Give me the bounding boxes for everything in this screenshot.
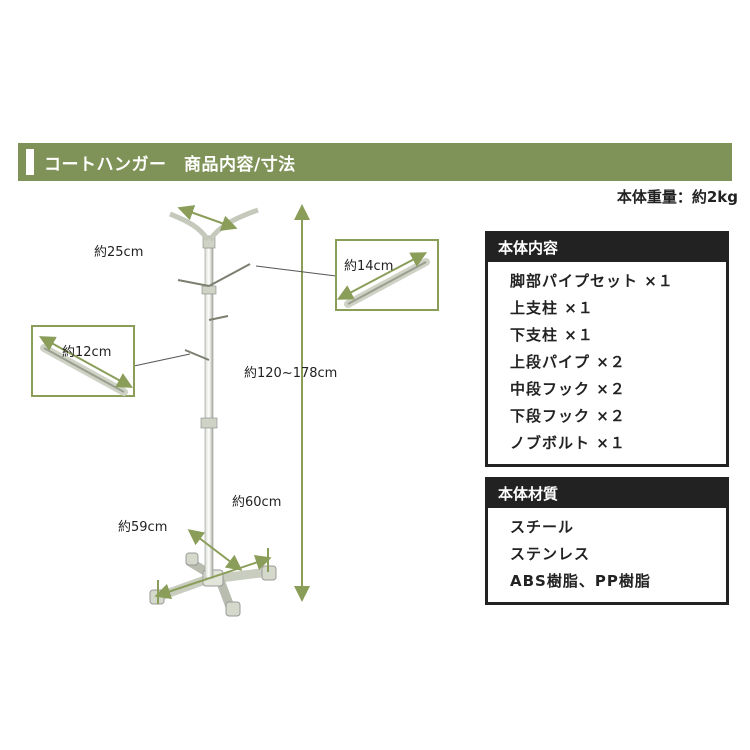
inset-mid-hook: [335, 239, 439, 311]
hooks: [177, 263, 251, 361]
contents-title: 本体内容: [488, 234, 726, 262]
materials-box: 本体材質 スチール ステンレス ABS樹脂、PP樹脂: [485, 477, 729, 605]
list-item: 中段フック ×２: [510, 380, 626, 398]
pole: [200, 235, 218, 579]
label-top-width: 約25cm: [94, 245, 143, 260]
list-item: 脚部パイプセット ×１: [510, 272, 674, 290]
label-low-hook: 約12cm: [62, 345, 111, 360]
label-base-depth: 約60cm: [232, 495, 281, 510]
label-mid-hook: 約14cm: [344, 259, 393, 274]
section-header: コートハンガー 商品内容/寸法: [18, 143, 732, 181]
top-arms: [169, 207, 259, 242]
dimension-arrows: [154, 204, 310, 604]
label-base-width: 約59cm: [118, 520, 167, 535]
list-item: スチール: [510, 518, 575, 536]
materials-list: スチール ステンレス ABS樹脂、PP樹脂: [488, 508, 726, 595]
inset-low-hook: [31, 325, 135, 397]
label-height: 約120~178cm: [244, 366, 337, 381]
list-item: 上支柱 ×１: [510, 299, 594, 317]
section-title: コートハンガー 商品内容/寸法: [44, 154, 296, 175]
materials-title: 本体材質: [488, 480, 726, 508]
weight-label: 本体重量：約2kg: [616, 188, 738, 206]
list-item: 上段パイプ ×２: [510, 353, 626, 371]
list-item: ステンレス: [510, 545, 591, 563]
list-item: ABS樹脂、PP樹脂: [510, 572, 651, 590]
contents-list: 脚部パイプセット ×１ 上支柱 ×１ 下支柱 ×１ 上段パイプ ×２ 中段フック…: [488, 262, 726, 457]
contents-box: 本体内容 脚部パイプセット ×１ 上支柱 ×１ 下支柱 ×１ 上段パイプ ×２ …: [485, 231, 729, 467]
list-item: 下支柱 ×１: [510, 326, 594, 344]
list-item: ノブボルト ×１: [510, 434, 626, 452]
header-marker: [26, 149, 34, 175]
list-item: 下段フック ×２: [510, 407, 626, 425]
